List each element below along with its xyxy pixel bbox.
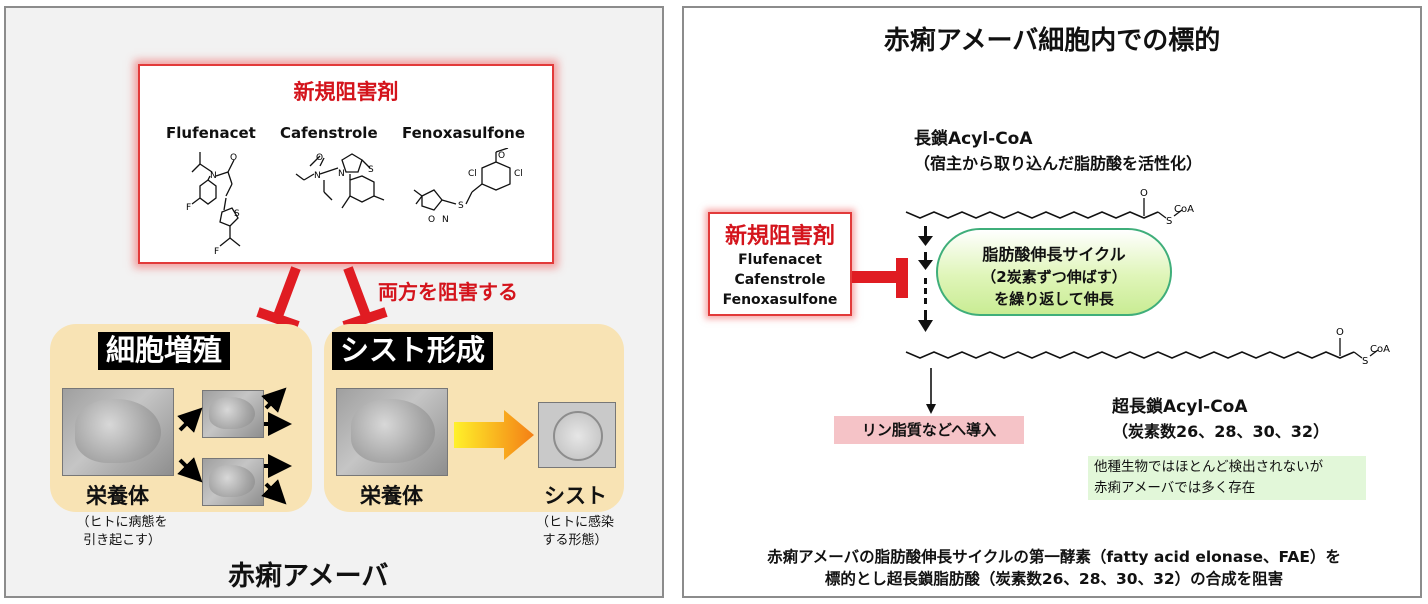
- divided-cell-image: [202, 458, 264, 506]
- atom-n-label: N: [314, 171, 321, 181]
- coa-label: CoA: [1370, 344, 1390, 355]
- trophozoite-label-2: 栄養体: [360, 484, 423, 508]
- elongation-cycle-box: 脂肪酸伸長サイクル （2炭素ずつ伸ばす） を繰り返して伸長: [936, 228, 1172, 316]
- cyst-label: シスト: [544, 484, 607, 508]
- lipid-arrow: [926, 368, 936, 414]
- sulfur-label: S: [1362, 356, 1368, 366]
- atom-cl-label: Cl: [468, 169, 477, 179]
- inhibition-arrows: [256, 266, 388, 331]
- coa-label: CoA: [1174, 204, 1194, 215]
- very-long-acyl-note: （炭素数26、28、30、32）: [1112, 422, 1330, 441]
- atom-n-label: N: [442, 215, 449, 225]
- cycle-line-3: を繰り返して伸長: [994, 290, 1114, 308]
- elongation-arrow: [918, 226, 933, 332]
- left-panel: 新規阻害剤 Flufenacet Cafenstrole Fenoxasulfo…: [4, 6, 664, 598]
- divided-cell-image: [202, 390, 264, 438]
- drug-name-cafenstrole: Cafenstrole: [280, 124, 378, 142]
- atom-o-label: O: [428, 215, 435, 225]
- atom-s-label: S: [368, 165, 374, 175]
- cycle-line-1: 脂肪酸伸長サイクル: [982, 245, 1126, 264]
- trophozoite-label: 栄養体: [86, 484, 149, 508]
- trophozoite-note-line: 引き起こす）: [83, 532, 161, 548]
- atom-o-label: O: [316, 153, 323, 163]
- atom-f-label: F: [214, 247, 219, 256]
- trophozoite-image: [62, 388, 174, 476]
- abundance-note: 他種生物ではほとんど検出されないが 赤痢アメーバでは多く存在: [1088, 456, 1366, 500]
- right-title: 赤痢アメーバ細胞内での標的: [883, 26, 1221, 56]
- right-panel: 赤痢アメーバ細胞内での標的 長鎖Acyl-CoA （宿主から取り込んだ脂肪酸を活…: [682, 6, 1422, 598]
- cyst-formation-label: シスト形成: [332, 332, 494, 370]
- drug-name-fenoxasulfone: Fenoxasulfone: [402, 124, 526, 142]
- inhibitor-box: 新規阻害剤 Flufenacet Cafenstrole Fenoxasulfo…: [138, 64, 554, 264]
- cyst-note-line: （ヒトに感染: [535, 515, 614, 530]
- long-acyl-label: 長鎖Acyl-CoA: [914, 129, 1033, 149]
- footer-summary: 赤痢アメーバの脂肪酸伸長サイクルの第一酵素（fatty acid elonase…: [684, 546, 1424, 590]
- flufenacet-structure: N O F S F: [186, 152, 241, 256]
- oxygen-label: O: [1336, 327, 1344, 338]
- footer-line: 標的とし超長鎖脂肪酸（炭素数26、28、30、32）の合成を阻害: [824, 570, 1284, 588]
- very-long-acyl-label: 超長鎖Acyl-CoA: [1112, 397, 1248, 417]
- drug-name-flufenacet: Flufenacet: [166, 124, 256, 142]
- proliferation-arrows: [177, 387, 292, 505]
- atom-o-label: O: [230, 153, 237, 163]
- proliferation-label: 細胞増殖: [98, 332, 231, 370]
- long-acyl-note: （宿主から取り込んだ脂肪酸を活性化）: [914, 154, 1203, 173]
- inhibition-bar: [852, 258, 908, 298]
- inhibitor-title: 新規阻害剤: [293, 80, 399, 104]
- entamoeba-title: 赤痢アメーバ: [228, 561, 389, 592]
- atom-o-label: O: [498, 151, 505, 161]
- cyst-note: （ヒトに感染 する形態）: [520, 514, 630, 549]
- both-inhibit-label: 両方を阻害する: [378, 280, 518, 304]
- abundance-note-line: 赤痢アメーバでは多く存在: [1094, 480, 1256, 496]
- sulfur-label: S: [1166, 216, 1172, 226]
- atom-n-label: N: [210, 171, 217, 181]
- atom-cl-label: Cl: [514, 169, 523, 179]
- trophozoite-note-line: （ヒトに病態を: [76, 515, 168, 530]
- cafenstrole-structure: O N N S: [295, 153, 385, 209]
- atom-f-label: F: [186, 203, 191, 213]
- right-drug-flufenacet: Flufenacet: [738, 252, 822, 268]
- cyst-note-line: する形態）: [542, 532, 608, 548]
- right-drug-cafenstrole: Cafenstrole: [734, 272, 826, 288]
- trophozoite-note: （ヒトに病態を 引き起こす）: [62, 514, 182, 549]
- abundance-note-line: 他種生物ではほとんど検出されないが: [1094, 459, 1324, 475]
- right-inhibitor-box: 新規阻害剤 Flufenacet Cafenstrole Fenoxasulfo…: [708, 212, 852, 316]
- right-drug-fenoxasulfone: Fenoxasulfone: [722, 292, 838, 308]
- cycle-line-2: （2炭素ずつ伸ばす）: [981, 268, 1127, 286]
- cyst-image: [538, 402, 616, 468]
- long-chain-molecule: O S CoA: [905, 188, 1194, 226]
- oxygen-label: O: [1140, 188, 1148, 199]
- fenoxasulfone-structure: Cl Cl O S O N: [413, 148, 523, 225]
- atom-s-label: S: [234, 209, 240, 219]
- footer-line: 赤痢アメーバの脂肪酸伸長サイクルの第一酵素（fatty acid elonase…: [767, 548, 1341, 566]
- right-inhibitor-title: 新規阻害剤: [724, 224, 835, 249]
- atom-n-label: N: [338, 169, 345, 179]
- trophozoite-image-2: [336, 388, 448, 476]
- lipid-intro-box: リン脂質などへ導入: [834, 416, 1024, 444]
- transition-arrow: [454, 410, 534, 460]
- very-long-chain-molecule: O S CoA: [905, 327, 1390, 366]
- atom-s-label: S: [458, 201, 464, 211]
